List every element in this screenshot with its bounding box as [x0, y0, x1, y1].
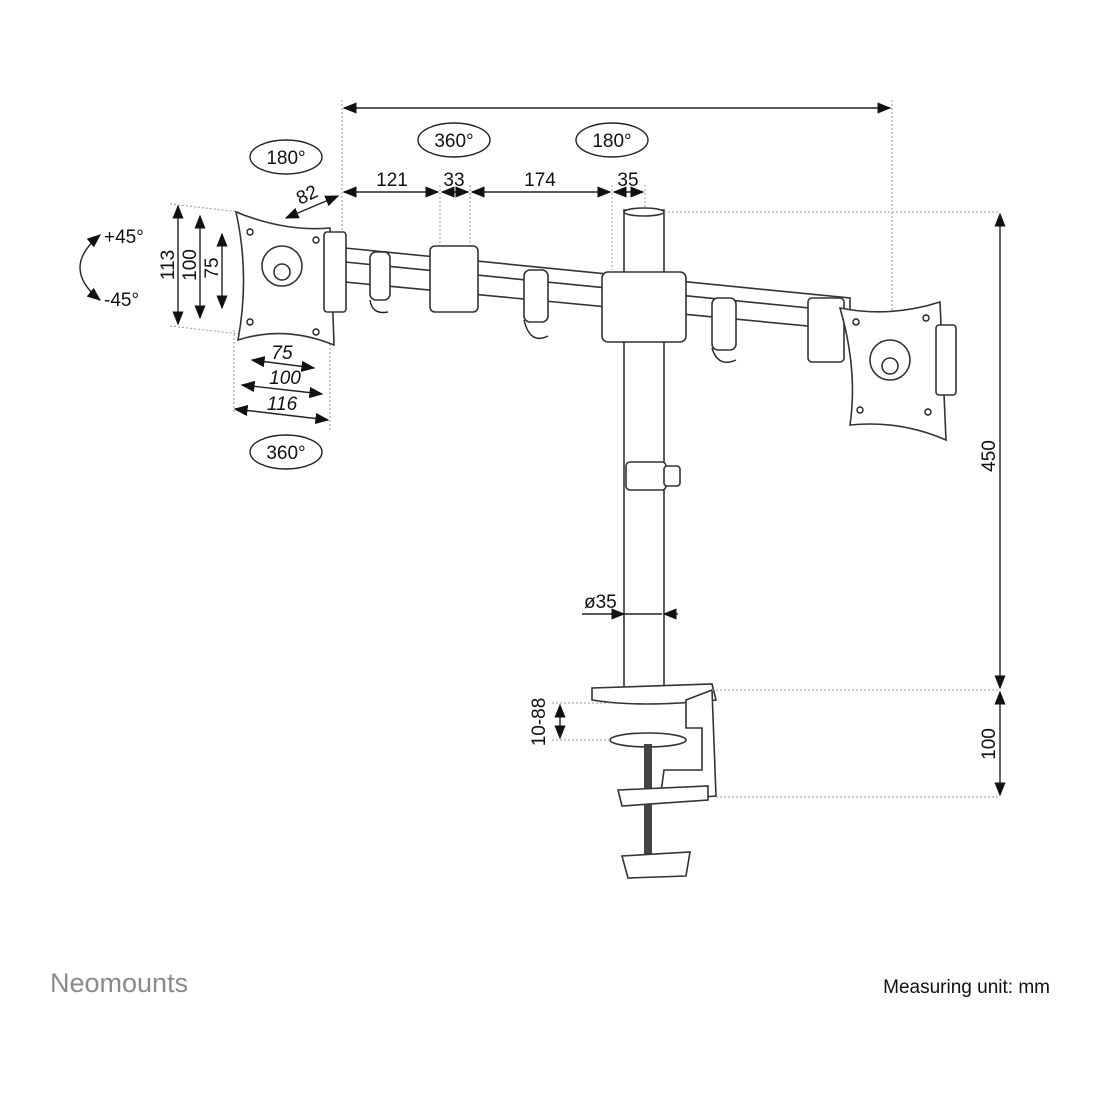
dual-arm [344, 245, 851, 363]
desk-thickness-dimension: 10-88 [529, 698, 612, 747]
height-dimensions: 450 100 [664, 211, 1006, 798]
rotation-label: 180° [592, 131, 631, 152]
dim-35: 35 [617, 170, 638, 191]
dim-desk-thickness: 10-88 [529, 698, 550, 747]
plate-height-dimensions: 113 100 75 [158, 203, 241, 335]
rotation-180-left: 180° [249, 139, 323, 175]
rotation-label: 360° [266, 443, 305, 464]
pole-diameter-dimension: ø35 [582, 592, 678, 620]
dim-pole-diameter: ø35 [584, 592, 617, 613]
tilt-plus-label: +45° [104, 227, 144, 248]
dim-100: 100 [180, 249, 201, 281]
dim-121: 121 [376, 170, 408, 191]
rotation-180-arm: 180° [575, 122, 649, 158]
plate-width-dimensions: 75 100 116 [233, 330, 331, 430]
dim-33: 33 [443, 170, 464, 191]
overall-width-dimension [341, 100, 893, 310]
pole [601, 207, 687, 693]
dim-clamp-100: 100 [979, 728, 1000, 760]
dim-plate-75: 75 [271, 343, 293, 364]
tilt-indicator: +45° -45° [79, 227, 144, 311]
dim-75: 75 [202, 257, 223, 278]
rotation-label: 180° [266, 148, 305, 169]
dim-plate-116: 116 [267, 394, 298, 415]
tilt-minus-label: -45° [104, 290, 139, 311]
measuring-unit-note: Measuring unit: mm [883, 977, 1050, 998]
rotation-label: 360° [434, 131, 473, 152]
brand-logo: Neomounts [50, 968, 189, 998]
desk-clamp [591, 683, 717, 879]
rotation-360-plate: 360° [249, 434, 323, 470]
dim-174: 174 [524, 170, 556, 191]
dim-450: 450 [979, 440, 1000, 472]
dim-113: 113 [158, 250, 179, 280]
rotation-360-arm: 360° [417, 122, 491, 158]
dim-plate-100: 100 [269, 368, 301, 389]
right-vesa-plate [838, 300, 957, 442]
left-vesa-plate [234, 210, 347, 347]
